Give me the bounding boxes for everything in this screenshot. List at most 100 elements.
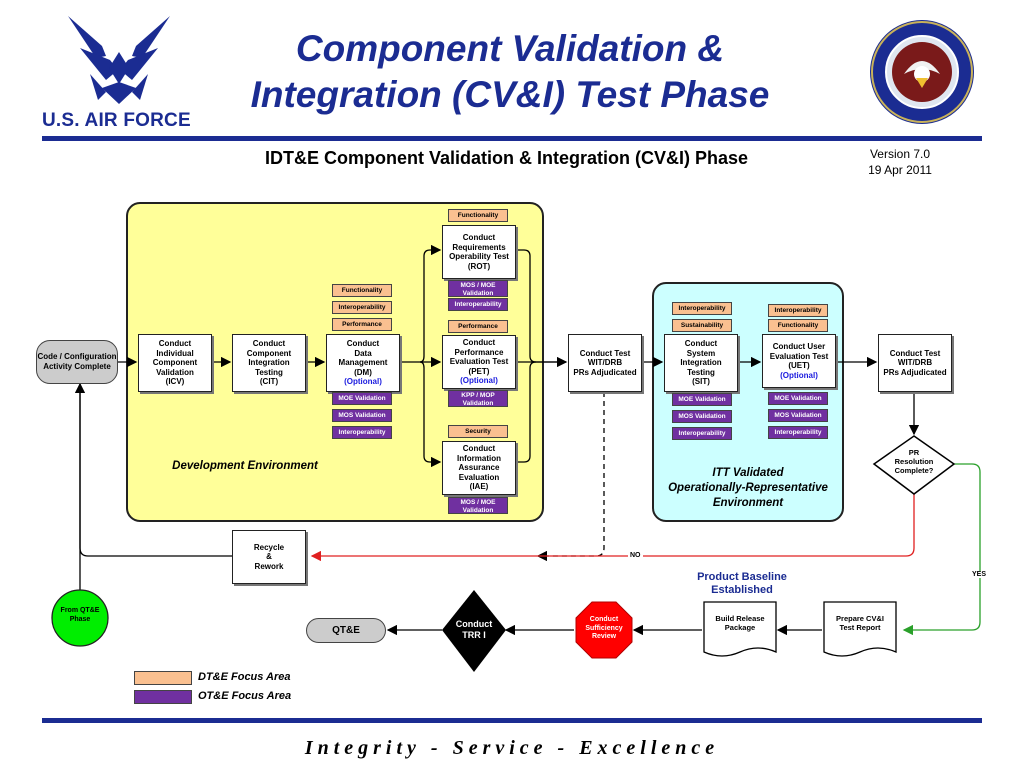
dm-line: Conduct xyxy=(346,339,380,349)
rot-functionality-tag: Functionality xyxy=(448,209,508,222)
legend-dt-swatch xyxy=(134,671,192,685)
sit-line: (SIT) xyxy=(692,377,710,387)
uet-mos-validation-tag: MOS Validation xyxy=(768,409,828,422)
build-release-doc-shape xyxy=(703,601,777,657)
iae-line: Assurance xyxy=(458,463,500,473)
adjudicated-box-1: Conduct Test WIT/DRB PRs Adjudicated xyxy=(568,334,642,392)
pet-line: Performance xyxy=(454,347,504,357)
version-info: Version 7.0 19 Apr 2011 xyxy=(852,146,948,178)
dm-interoperability-tag: Interoperability xyxy=(332,301,392,314)
build-release-package: Build Release Package xyxy=(704,614,776,632)
from-qt-line: From QT&E xyxy=(60,607,100,614)
rot-line: Operability Test xyxy=(449,252,509,261)
sit-line: Conduct xyxy=(684,339,718,349)
aflcmc-seal xyxy=(864,18,980,126)
conduct-sufficiency-review: Conduct Sufficiency Review xyxy=(576,616,632,642)
conduct-trr-i: Conduct TRR I xyxy=(444,619,504,641)
arrow-iae-adj xyxy=(516,361,537,463)
trr-line: TRR I xyxy=(462,630,486,640)
rot-box: Conduct Requirements Operability Test (R… xyxy=(442,225,516,279)
iae-line: Evaluation xyxy=(458,472,500,482)
from-qt-circle-shape xyxy=(51,589,109,647)
icv-line: Individual xyxy=(156,348,194,358)
iae-line: Conduct xyxy=(462,444,496,454)
sit-moe-validation-tag: MOE Validation xyxy=(672,393,732,406)
arrow-yes-prepare xyxy=(902,463,981,636)
uet-line: (UET) xyxy=(788,361,810,370)
air-force-wings-icon xyxy=(68,16,170,104)
recycle-line: & xyxy=(266,552,272,562)
qte-terminal: QT&E xyxy=(306,618,386,643)
air-force-logo-text: U.S. AIR FORCE xyxy=(42,110,191,131)
adjudicated-box-2: Conduct Test WIT/DRB PRs Adjudicated xyxy=(878,334,952,392)
pet-line: (PET) xyxy=(468,366,490,376)
build-line: Build Release xyxy=(715,614,765,623)
cit-line: Integration xyxy=(248,358,290,368)
uet-functionality-tag: Functionality xyxy=(768,319,828,332)
itt-label-line: ITT Validated xyxy=(712,467,784,479)
footer-motto: Integrity - Service - Excellence xyxy=(304,737,720,759)
adj1-line: Conduct Test xyxy=(579,348,631,358)
footer-divider xyxy=(42,718,982,723)
header-divider xyxy=(42,136,982,141)
pet-kpp-mop-validation-tag: KPP / MOP Validation xyxy=(448,390,508,407)
rot-line: Conduct xyxy=(462,233,496,242)
decision-diamond-shape xyxy=(872,435,956,495)
sit-box: Conduct System Integration Testing (SIT) xyxy=(664,334,738,392)
decision-line: Complete? xyxy=(894,466,934,475)
version-date: 19 Apr 2011 xyxy=(868,163,932,177)
itt-label-line: Operationally-Representative xyxy=(668,482,828,494)
prepare-cvi-test-report: Prepare CV&I Test Report xyxy=(824,614,896,632)
qte-label: QT&E xyxy=(332,624,360,636)
sufficiency-stop-shape xyxy=(575,601,633,659)
dm-line: (DM) xyxy=(354,367,372,377)
itt-label-line: Environment xyxy=(712,497,784,509)
dm-mos-validation-tag: MOS Validation xyxy=(332,409,392,422)
adj1-line: PRs Adjudicated xyxy=(573,367,637,377)
itt-environment-label: ITT Validated Operationally-Representati… xyxy=(652,466,844,511)
diagram-subtitle: IDT&E Component Validation & Integration… xyxy=(265,148,749,168)
dm-box: Conduct Data Management (DM) (Optional) xyxy=(326,334,400,392)
pet-line: Evaluation Test xyxy=(449,357,509,367)
icv-line: (ICV) xyxy=(165,377,185,387)
sit-mos-validation-tag: MOS Validation xyxy=(672,410,732,423)
icv-line: Component xyxy=(152,358,198,368)
icv-box: Conduct Individual Component Validation … xyxy=(138,334,212,392)
legend-ot-label: OT&E Focus Area xyxy=(198,690,292,702)
dm-functionality-tag: Functionality xyxy=(332,284,392,297)
dm-moe-validation-tag: MOE Validation xyxy=(332,392,392,405)
legend-ot-swatch xyxy=(134,690,192,704)
icv-line: Validation xyxy=(156,367,194,377)
sufficiency-line: Review xyxy=(591,633,617,640)
pet-line: Conduct xyxy=(462,338,496,348)
prepare-line: Test Report xyxy=(839,623,881,632)
uet-interoperability-tag: Interoperability xyxy=(768,304,828,317)
yes-label: YES xyxy=(970,571,989,578)
rot-line: Requirements xyxy=(452,242,506,252)
iae-security-tag: Security xyxy=(448,425,508,438)
adj2-line: WIT/DRB xyxy=(897,358,933,368)
sufficiency-line: Conduct xyxy=(589,616,619,623)
prepare-report-doc-shape xyxy=(823,601,897,657)
pet-performance-tag: Performance xyxy=(448,320,508,333)
decision-line: Resolution xyxy=(894,457,934,466)
trr-diamond-shape xyxy=(442,590,506,672)
rot-mos-moe-validation-tag: MOS / MOE Validation xyxy=(448,280,508,297)
arrow-no-recycle xyxy=(310,494,915,562)
uet-moe-validation-tag: MOE Validation xyxy=(768,392,828,405)
pet-box: Conduct Performance Evaluation Test (PET… xyxy=(442,335,516,389)
uet-line: Evaluation Test xyxy=(769,351,829,361)
cit-line: (CIT) xyxy=(259,377,279,387)
iae-line: Information xyxy=(457,453,501,463)
dm-line: Data xyxy=(354,348,372,358)
from-qt-line: Phase xyxy=(69,616,91,623)
sit-interoperability-tag: Interoperability xyxy=(672,302,732,315)
arrow-to-iae xyxy=(419,361,442,468)
arrow-to-rot xyxy=(419,244,442,363)
uet-box: Conduct User Evaluation Test (UET) (Opti… xyxy=(762,334,836,388)
page-title-line2: Integration (CV&I) Test Phase xyxy=(250,74,770,115)
start-code-config-complete: Code / Configuration Activity Complete xyxy=(36,340,118,384)
dm-interoperability-ot-tag: Interoperability xyxy=(332,426,392,439)
icv-line: Conduct xyxy=(158,339,192,349)
